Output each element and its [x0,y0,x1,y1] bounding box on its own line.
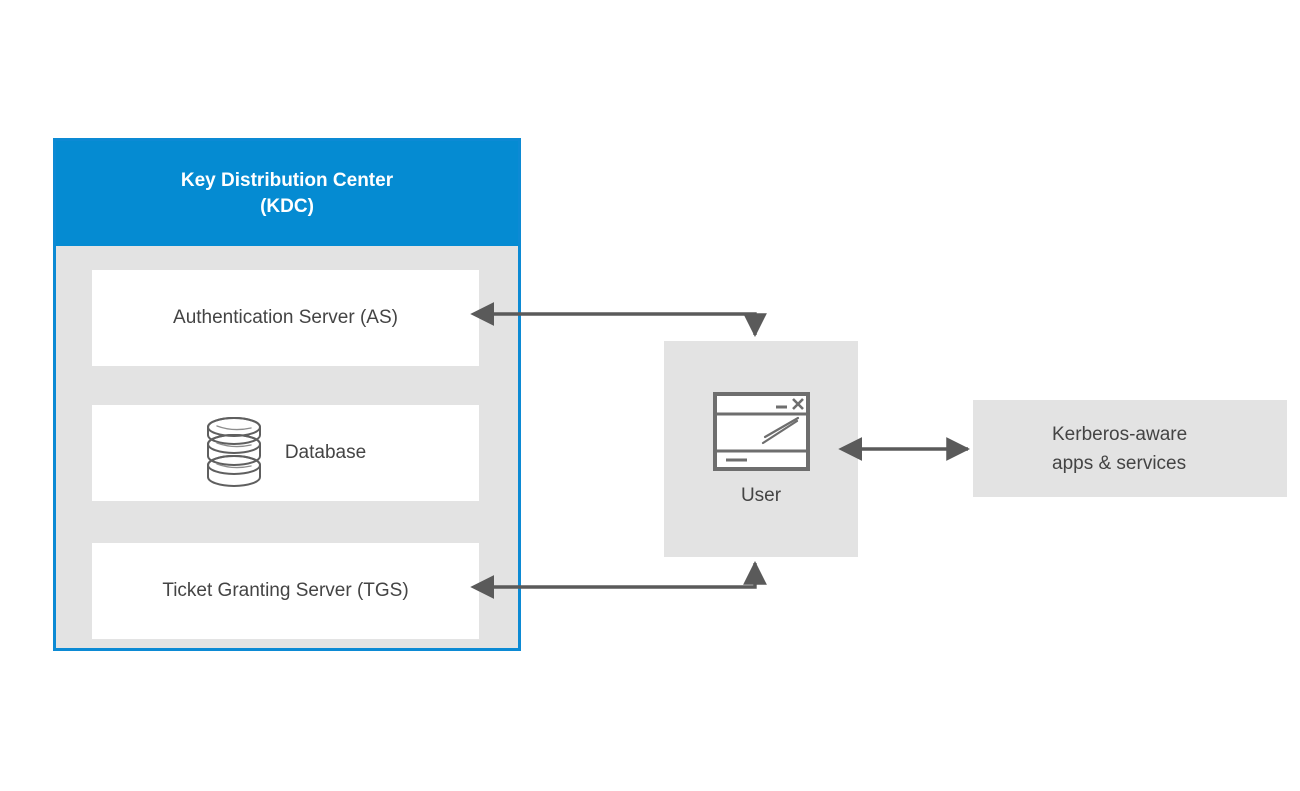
user-label: User [740,484,782,506]
database-box[interactable]: Database [92,405,479,501]
authentication-server-label: Authentication Server (AS) [173,307,398,328]
ticket-granting-server-box[interactable]: Ticket Granting Server (TGS) [92,543,479,639]
kdc-body: Authentication Server (AS) [56,246,518,648]
kerberos-services-label: Kerberos-aware apps & services [1052,423,1188,474]
user-box[interactable]: User [664,341,858,557]
kdc-title-line-2: (KDC) [260,195,314,217]
computer-window-icon [712,391,810,471]
arrow-user-to-as [470,302,767,338]
database-icon [205,415,263,491]
kdc-title-line-1: Key Distribution Center [180,169,394,191]
kdc-header: Key Distribution Center (KDC) [56,141,518,246]
authentication-server-box[interactable]: Authentication Server (AS) [92,270,479,366]
kdc-container: Key Distribution Center (KDC) Authentica… [53,138,521,651]
arrow-user-to-tgs [470,560,767,599]
ticket-granting-server-label: Ticket Granting Server (TGS) [162,580,409,601]
kerberos-services-box[interactable]: Kerberos-aware apps & services [973,400,1287,497]
database-label: Database [284,442,367,463]
